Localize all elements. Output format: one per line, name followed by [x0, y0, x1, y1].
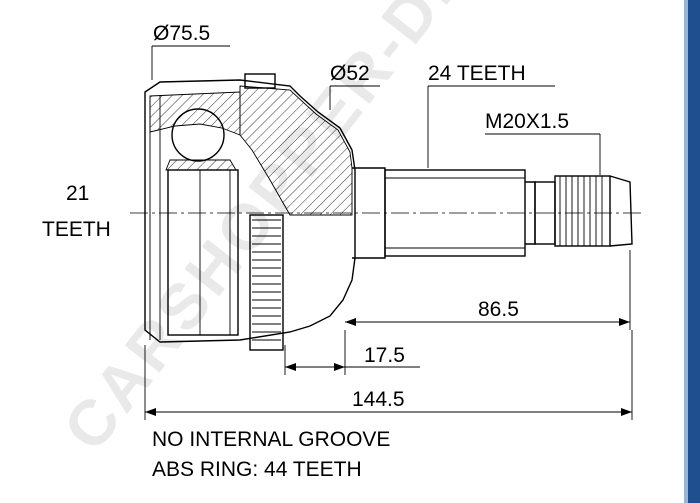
outer-spline-label: 24 TEETH	[428, 62, 526, 85]
abs-ring-note: ABS RING: 44 TEETH	[152, 458, 362, 481]
inner-spline-count-label: 21	[66, 182, 89, 205]
inner-bore	[167, 169, 239, 336]
frame-edge	[688, 0, 700, 503]
inner-spline-unit-label: TEETH	[42, 218, 111, 241]
neck-diameter-label: Ø52	[330, 62, 370, 85]
overall-length-label: 144.5	[352, 388, 405, 411]
frame-edge-highlight	[684, 0, 688, 503]
abs-ring	[249, 214, 284, 351]
dimension-lines	[144, 45, 633, 420]
thread-label: M20X1.5	[485, 110, 569, 133]
joint-housing	[144, 73, 356, 343]
stub-length-label: 86.5	[478, 298, 519, 321]
inner-race	[165, 108, 239, 336]
boot-clamp	[244, 73, 276, 89]
groove-note: NO INTERNAL GROOVE	[152, 428, 390, 451]
outer-diameter-label: Ø75.5	[153, 22, 210, 45]
thread-section	[554, 175, 611, 247]
abs-offset-label: 17.5	[364, 344, 405, 367]
